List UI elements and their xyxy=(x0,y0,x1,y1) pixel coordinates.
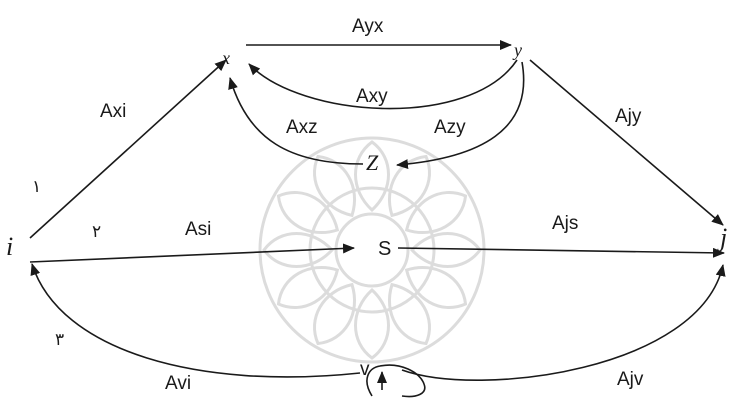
label-avi: Avi xyxy=(165,373,191,394)
rosette-petal xyxy=(354,287,390,360)
route-number-2: ٢ xyxy=(92,222,101,242)
edge-i-to-s xyxy=(29,243,355,263)
label-ajv: Ajv xyxy=(617,369,644,390)
node-v: v xyxy=(360,359,370,380)
edge-y-to-z xyxy=(396,61,525,170)
label-ayx: Ayx xyxy=(352,16,384,37)
edge-v-loop xyxy=(366,364,426,398)
rosette-petal xyxy=(409,232,482,268)
rosette-petal xyxy=(354,140,390,213)
rosette-petal xyxy=(404,265,468,309)
node-y: y xyxy=(512,40,522,60)
rosette-petal xyxy=(404,191,468,235)
rosette-petal xyxy=(262,232,335,268)
label-ajy: Ajy xyxy=(615,106,642,127)
edge-y-to-j xyxy=(529,59,724,226)
node-s: S xyxy=(378,238,391,260)
edge-i-to-x xyxy=(29,59,227,239)
label-ajs: Ajs xyxy=(552,213,578,234)
rosette-petal xyxy=(276,191,340,235)
rosette-petal xyxy=(313,282,357,346)
edge-y-to-x xyxy=(248,59,518,110)
node-j: j xyxy=(717,223,727,252)
label-asi: Asi xyxy=(185,219,211,240)
rosette-petal xyxy=(387,282,431,346)
edge-v-to-i xyxy=(30,263,361,378)
label-axy: Axy xyxy=(356,86,388,107)
label-axz: Axz xyxy=(286,117,318,138)
rosette-petal xyxy=(387,154,431,218)
node-z: Z xyxy=(366,150,379,175)
edge-z-to-x xyxy=(228,77,364,165)
route-number-1: ١ xyxy=(32,177,41,197)
rosette-petal xyxy=(313,154,357,218)
route-number-3: ٣ xyxy=(55,330,64,350)
rosette-petal xyxy=(276,265,340,309)
edge-v-to-j xyxy=(401,264,726,381)
label-axi: Axi xyxy=(100,101,126,122)
node-i: i xyxy=(6,232,13,261)
node-x: x xyxy=(221,48,230,68)
label-azy: Azy xyxy=(434,117,466,138)
edge-s-to-j xyxy=(397,247,725,258)
